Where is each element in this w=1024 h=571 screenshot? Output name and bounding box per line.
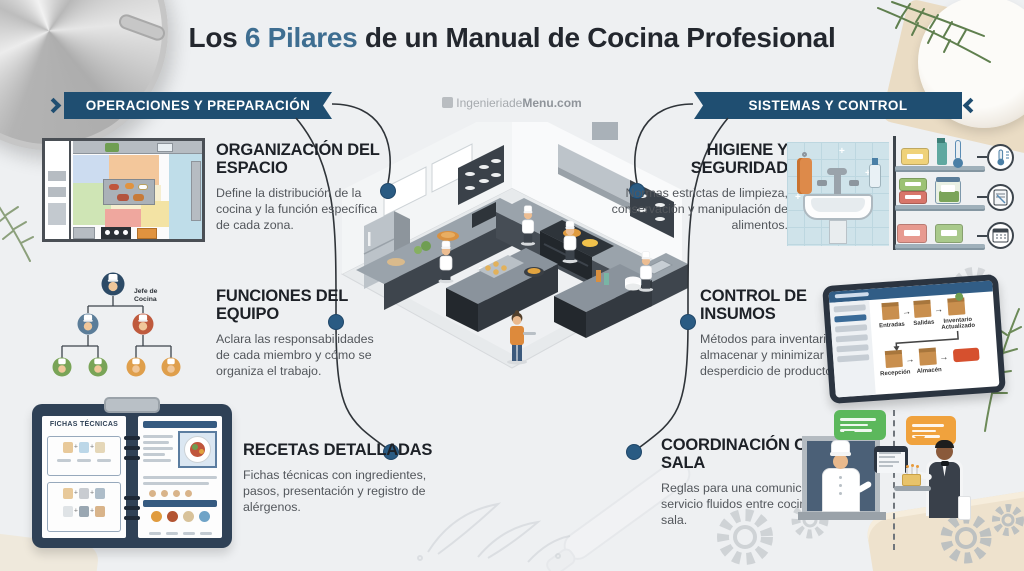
watermark-bold: Menu.com [522,96,582,110]
serving-tray [894,486,931,491]
banner-sistemas: SISTEMAS Y CONTROL [694,92,962,119]
label-icon [987,184,1014,211]
banner-left-label: OPERACIONES Y PREPARACIÓN [85,98,311,113]
box-icon [913,302,932,318]
food-container-green [899,178,927,191]
hygiene-sink-illustration: +++ [787,142,889,246]
faucet [834,172,841,194]
cake [902,474,921,486]
thermometer [955,140,961,160]
pillar-organizacion: ORGANIZACIÓN DEL ESPACIO Define la distr… [216,141,384,233]
thermometer-icon [987,144,1014,171]
salad-jar [935,177,961,204]
dish-photo [178,431,217,468]
banner-right-label: SISTEMAS Y CONTROL [748,98,908,113]
flow-label: Salidas [913,319,935,327]
pillar-description: Define la distribución de la cocina y la… [216,185,378,232]
title-pre: Los [188,22,245,53]
pillar-title: COORDINACIÓN CON SALA [661,436,831,472]
order-tablet [874,446,908,473]
connector-dot [626,444,642,460]
expediter-figure [507,310,536,365]
clipboard-clip [104,397,160,413]
box-icon [881,304,900,321]
food-container-yellow [901,148,929,165]
pillar-higiene: HIGIENE Y SEGURIDAD Normas estrictas de … [610,141,789,233]
storage-shelves-illustration [893,136,1023,250]
food-container-herbs [935,224,963,243]
recipe-book-illustration: FICHAS TÉCNICAS ++ ++ ++ [32,397,232,548]
leaves-sketch [417,502,571,563]
menu-logo-icon [442,97,454,108]
pillar-title: CONTROL DE INSUMOS [700,287,807,323]
coordination-illustration [798,410,990,550]
pillar-control: CONTROL DE INSUMOS Métodos para inventar… [700,287,878,379]
flow-label: Almacén [916,367,942,375]
kitchen-floorplan-illustration [42,138,205,242]
soap-bottle [869,164,881,188]
pillar-description: Reglas para una comunicación y servicio … [661,480,841,527]
rosemary-sprig-top-right [877,1,991,63]
pillar-title: HIGIENE Y SEGURIDAD [690,141,788,177]
food-container-pink [897,224,927,243]
spray-bottle [937,142,947,165]
title-post: de un Manual de Cocina Profesional [357,22,836,53]
org-chart-label: Jefe de Cocina [134,288,158,303]
box-icon [884,352,903,369]
pillar-description: Aclara las responsabilidades de cada mie… [216,331,374,378]
recipe-page-left: FICHAS TÉCNICAS ++ ++ ++ [42,416,126,538]
flow-label: Recepción [880,369,911,378]
pillar-description: Fichas técnicas con ingredientes, pasos,… [243,467,427,515]
pass-divider [893,410,895,550]
food-container-red [899,191,927,204]
recipe-page-right [138,416,222,538]
alert-chip [952,347,980,363]
banner-operaciones: OPERACIONES Y PREPARACIÓN [64,92,332,119]
watermark-regular: Ingenieriade [456,96,523,110]
pillar-description: Métodos para inventariar, almacenar y mi… [700,331,842,378]
elbow-arrow [893,330,959,352]
pillar-coordinacion: COORDINACIÓN CON SALA Reglas para una co… [661,436,851,528]
watermark: IngenieriadeMenu.com [0,96,1024,110]
org-chart-illustration [52,272,181,377]
box-icon [947,300,966,316]
tablet-app-sidebar [829,300,876,398]
inventory-tablet-illustration: → → Entradas Salidas Inventario Actualiz… [822,274,1006,404]
pillar-title: RECETAS DETALLADAS [243,441,433,459]
speech-bubble-kitchen [834,410,886,440]
calendar-icon [987,222,1014,249]
pillar-title: FUNCIONES DEL EQUIPO [216,287,348,323]
page-title: Los 6 Pilares de un Manual de Cocina Pro… [0,22,1024,54]
towel [797,158,812,194]
pillar-funciones: FUNCIONES DEL EQUIPO Aclara las responsa… [216,287,384,379]
sink-pedestal [829,220,847,244]
tablet-app-header [828,280,993,303]
recipe-book-header: FICHAS TÉCNICAS [49,421,119,428]
pillar-recetas: RECETAS DETALLADAS Fichas técnicas con i… [243,441,433,515]
box-icon [918,350,937,366]
title-highlight: 6 Pilares [244,22,358,53]
pass-counter [798,512,886,520]
rosemary-sprig-left [0,206,34,262]
pillar-title: ORGANIZACIÓN DEL ESPACIO [216,141,380,177]
pillar-description: Normas estrictas de limpieza, conservaci… [611,185,788,232]
